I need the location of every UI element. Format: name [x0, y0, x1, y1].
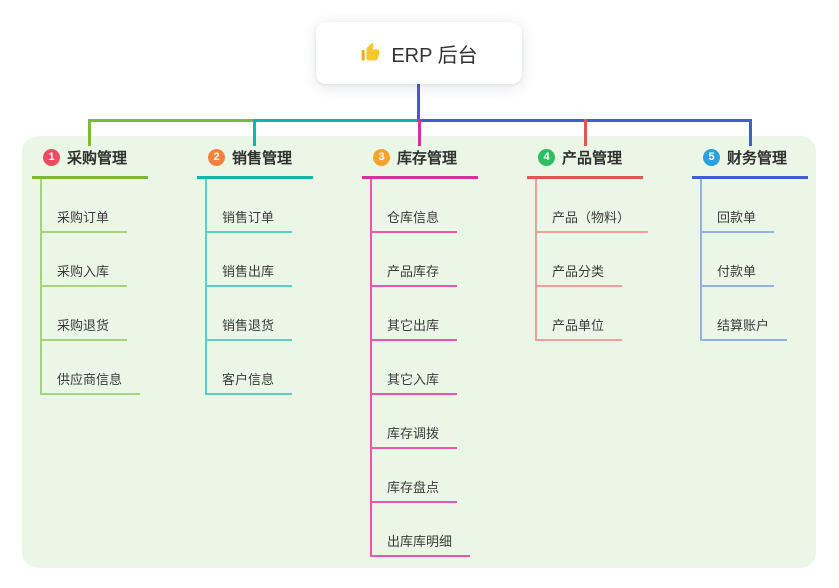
branch-label-text: 销售管理 [232, 150, 293, 167]
child-label: 结算账户 [702, 319, 788, 341]
child-node[interactable]: 库存盘点 [372, 449, 470, 503]
child-label: 销售出库 [207, 265, 293, 287]
child-node[interactable]: 产品分类 [537, 233, 648, 287]
root-connector-line [417, 84, 420, 121]
branch-procurement-node[interactable]: 1 采购管理 [32, 141, 148, 179]
child-node[interactable]: 产品库存 [372, 233, 470, 287]
branch-inventory: 3 库存管理 仓库信息 产品库存 其它出库 其它入库 库存调拨 库存盘点 出库库… [362, 141, 492, 557]
child-label: 采购退货 [42, 319, 128, 341]
branch-inventory-node[interactable]: 3 库存管理 [362, 141, 478, 179]
child-label: 库存调拨 [372, 427, 458, 449]
child-node[interactable]: 仓库信息 [372, 179, 470, 233]
child-node[interactable]: 产品（物料） [537, 179, 649, 233]
connector-drop-branch5 [749, 119, 752, 146]
child-node[interactable]: 其它入库 [372, 341, 470, 395]
child-node[interactable]: 供应商信息 [42, 341, 141, 395]
branches-background-panel [22, 136, 816, 568]
child-node[interactable]: 出库库明细 [372, 503, 471, 557]
branch-sales: 2 销售管理 销售订单 销售出库 销售退货 客户信息 [197, 141, 327, 395]
child-label: 供应商信息 [42, 373, 141, 395]
branch-sales-children: 销售订单 销售出库 销售退货 客户信息 [205, 179, 293, 395]
child-label: 采购订单 [42, 211, 128, 233]
child-node[interactable]: 库存调拨 [372, 395, 470, 449]
child-node[interactable]: 结算账户 [702, 287, 788, 341]
child-label: 客户信息 [207, 373, 293, 395]
child-node[interactable]: 采购入库 [42, 233, 140, 287]
child-label: 库存盘点 [372, 481, 458, 503]
child-node[interactable]: 付款单 [702, 233, 787, 287]
branch-product-node[interactable]: 4 产品管理 [527, 141, 643, 179]
child-node[interactable]: 采购退货 [42, 287, 140, 341]
branch-finance-node[interactable]: 5 财务管理 [692, 141, 808, 179]
branch-procurement-children: 采购订单 采购入库 采购退货 供应商信息 [40, 179, 141, 395]
branch-inventory-children: 仓库信息 产品库存 其它出库 其它入库 库存调拨 库存盘点 出库库明细 [370, 179, 471, 557]
child-label: 出库库明细 [372, 535, 471, 557]
thumbs-up-icon [362, 42, 380, 61]
child-node[interactable]: 回款单 [702, 179, 787, 233]
connector-drop-branch3 [418, 119, 421, 146]
branch-number-badge: 2 [208, 149, 225, 166]
child-node[interactable]: 客户信息 [207, 341, 293, 395]
branch-number-badge: 4 [538, 149, 555, 166]
branch-finance-children: 回款单 付款单 结算账户 [700, 179, 788, 341]
branch-label-text: 产品管理 [562, 150, 623, 167]
child-label: 回款单 [702, 211, 775, 233]
child-node[interactable]: 销售出库 [207, 233, 293, 287]
branch-label-text: 财务管理 [727, 150, 788, 167]
child-label: 产品库存 [372, 265, 458, 287]
child-node[interactable]: 销售退货 [207, 287, 293, 341]
root-title: ERP 后台 [391, 44, 478, 67]
connector-drop-branch1 [88, 119, 91, 146]
child-label: 产品分类 [537, 265, 623, 287]
connector-bus-branch1 [88, 119, 255, 122]
branch-label-text: 采购管理 [67, 150, 128, 167]
branch-sales-node[interactable]: 2 销售管理 [197, 141, 313, 179]
child-label: 产品单位 [537, 319, 623, 341]
child-node[interactable]: 采购订单 [42, 179, 140, 233]
child-label: 仓库信息 [372, 211, 458, 233]
child-node[interactable]: 销售订单 [207, 179, 293, 233]
child-label: 产品（物料） [537, 211, 649, 233]
branch-number-badge: 3 [373, 149, 390, 166]
child-label: 其它出库 [372, 319, 458, 341]
child-label: 销售退货 [207, 319, 293, 341]
branch-product-children: 产品（物料） 产品分类 产品单位 [535, 179, 649, 341]
connector-bus-branch2 [253, 119, 419, 122]
child-label: 销售订单 [207, 211, 293, 233]
branch-product: 4 产品管理 产品（物料） 产品分类 产品单位 [527, 141, 657, 341]
branch-number-badge: 5 [703, 149, 720, 166]
child-node[interactable]: 其它出库 [372, 287, 470, 341]
connector-drop-branch4 [584, 119, 587, 146]
child-label: 其它入库 [372, 373, 458, 395]
branch-finance: 5 财务管理 回款单 付款单 结算账户 [692, 141, 822, 341]
child-label: 采购入库 [42, 265, 128, 287]
child-label: 付款单 [702, 265, 775, 287]
branch-procurement: 1 采购管理 采购订单 采购入库 采购退货 供应商信息 [32, 141, 162, 395]
branch-number-badge: 1 [43, 149, 60, 166]
branch-label-text: 库存管理 [397, 150, 458, 167]
root-node[interactable]: ERP 后台 [316, 22, 522, 84]
connector-drop-branch2 [253, 119, 256, 146]
child-node[interactable]: 产品单位 [537, 287, 648, 341]
